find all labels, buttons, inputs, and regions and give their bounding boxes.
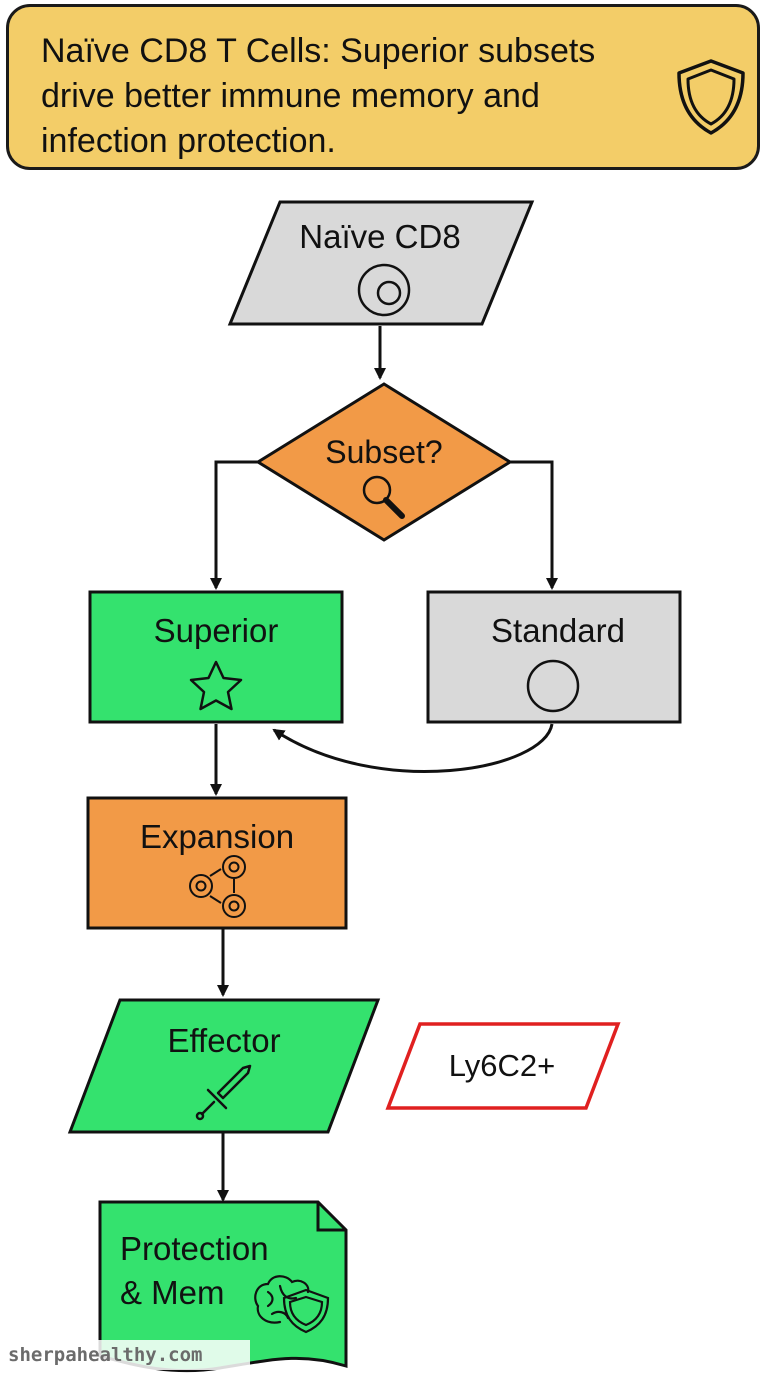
node-standard bbox=[426, 590, 682, 724]
node-ly6c2 bbox=[385, 1022, 621, 1110]
protection-label-line1: Protection bbox=[120, 1230, 269, 1267]
naive-cd8-label: Naïve CD8 bbox=[299, 218, 461, 255]
arrow-decision-to-standard bbox=[508, 460, 558, 590]
circle-icon bbox=[526, 659, 580, 713]
header-banner: Naïve CD8 T Cells: Superior subsets driv… bbox=[6, 4, 760, 170]
cell-division-icon bbox=[189, 855, 246, 918]
ly6c2-label: Ly6C2+ bbox=[448, 1048, 556, 1083]
expansion-label: Expansion bbox=[139, 818, 295, 855]
document-fold bbox=[316, 1202, 346, 1232]
magnifier-icon bbox=[362, 475, 405, 519]
header-title: Naïve CD8 T Cells: Superior subsets driv… bbox=[41, 32, 596, 160]
brain-shield-icon bbox=[254, 1275, 330, 1334]
arrow-standard-to-superior bbox=[272, 723, 554, 774]
protection-label-line2: & Mem bbox=[120, 1274, 225, 1311]
watermark: sherpahealthy.com bbox=[0, 1340, 250, 1370]
node-expansion bbox=[86, 796, 348, 930]
shield-icon bbox=[677, 59, 745, 135]
effector-label: Effector bbox=[167, 1022, 281, 1059]
sword-icon bbox=[195, 1064, 252, 1121]
node-subset-decision bbox=[255, 382, 513, 542]
star-icon bbox=[189, 660, 243, 711]
cell-icon bbox=[357, 263, 411, 317]
arrow-decision-to-superior bbox=[210, 460, 258, 590]
node-naive-cd8 bbox=[227, 200, 535, 326]
node-effector bbox=[67, 998, 381, 1134]
superior-label: Superior bbox=[153, 612, 279, 649]
standard-label: Standard bbox=[491, 612, 625, 649]
subset-decision-label: Subset? bbox=[325, 434, 443, 470]
connectors bbox=[210, 326, 558, 1202]
